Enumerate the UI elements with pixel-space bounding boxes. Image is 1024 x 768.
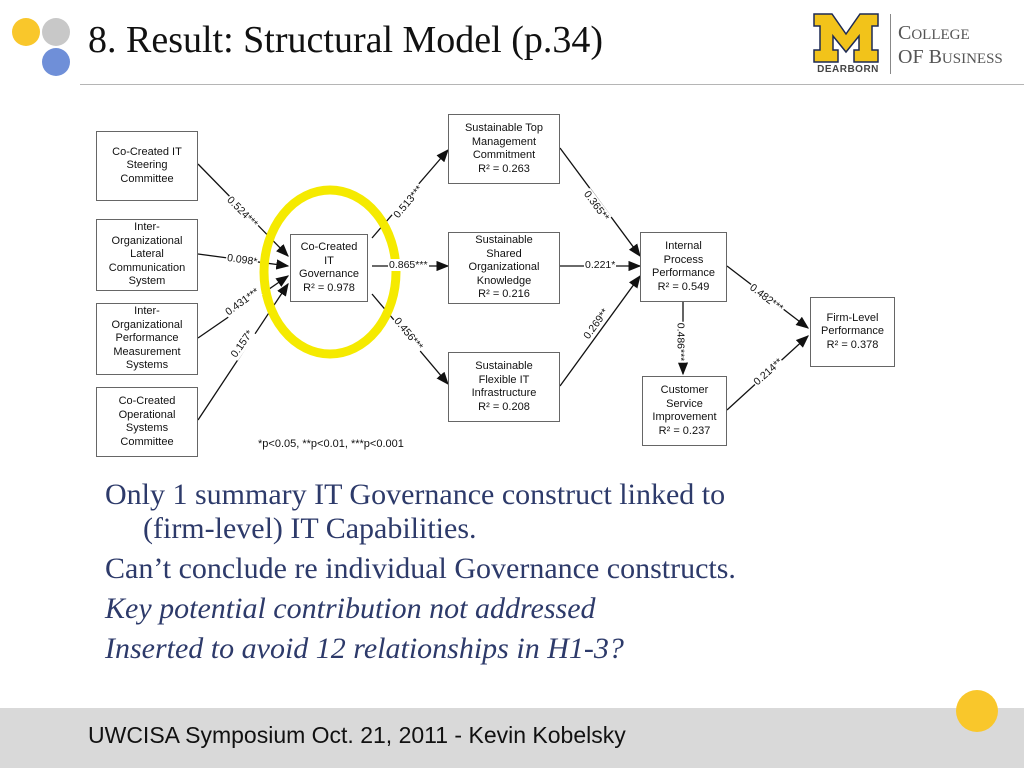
college-logo: DEARBORN COLLEGE OF BUSINESS: [812, 12, 1017, 76]
footer-text: UWCISA Symposium Oct. 21, 2011 - Kevin K…: [88, 722, 626, 748]
logo-dearborn-text: DEARBORN: [817, 64, 879, 75]
box-customer-service-improvement: Customer Service Improvement R² = 0.237: [642, 376, 727, 446]
significance-footnote: *p<0.05, **p<0.01, ***p<0.001: [258, 438, 404, 450]
box-performance-measurement-systems: Inter- Organizational Performance Measur…: [96, 303, 198, 375]
coef-governance-knowledge: 0.865***: [388, 259, 429, 271]
box-firm-level-performance: Firm-Level Performance R² = 0.378: [810, 297, 895, 367]
governance-highlight-circle: [259, 185, 401, 359]
bullet-3: Key potential contribution not addressed: [105, 592, 596, 625]
box-co-created-it-governance: Co-Created IT Governance R² = 0.978: [290, 234, 368, 302]
box-flexible-it-infrastructure: Sustainable Flexible IT Infrastructure R…: [448, 352, 560, 422]
yellow-dot-icon: [12, 18, 40, 46]
gray-dot-icon: [42, 18, 70, 46]
title-divider: [80, 84, 1024, 85]
coef-internal-customer: 0.486***: [674, 321, 687, 363]
blue-dot-icon: [42, 48, 70, 76]
bullet-4: Inserted to avoid 12 relationships in H1…: [105, 632, 624, 665]
logo-college-text: COLLEGE OF BUSINESS: [898, 22, 1003, 68]
structural-model-diagram: Co-Created IT Steering Committee Inter- …: [90, 108, 910, 460]
coef-knowledge-internal: 0.221*: [584, 259, 617, 271]
bullet-list: Only 1 summary IT Governance construct l…: [105, 478, 985, 666]
slide-title: 8. Result: Structural Model (p.34): [88, 19, 604, 61]
bullet-1: Only 1 summary IT Governance construct l…: [105, 478, 726, 545]
box-shared-organizational-knowledge: Sustainable Shared Organizational Knowle…: [448, 232, 560, 304]
bullet-2: Can’t conclude re individual Governance …: [105, 552, 736, 585]
box-internal-process-performance: Internal Process Performance R² = 0.549: [640, 232, 727, 302]
logo-divider: [890, 14, 891, 74]
box-lateral-communication-system: Inter- Organizational Lateral Communicat…: [96, 219, 198, 291]
footer-yellow-dot-icon: [956, 690, 998, 732]
box-operational-systems-committee: Co-Created Operational Systems Committee: [96, 387, 198, 457]
box-top-management-commitment: Sustainable Top Management Commitment R²…: [448, 114, 560, 184]
box-co-created-it-steering-committee: Co-Created IT Steering Committee: [96, 131, 198, 201]
arrow-infra-internal: [559, 274, 641, 387]
footer-bar: [0, 708, 1024, 768]
block-m-icon: [813, 13, 879, 63]
